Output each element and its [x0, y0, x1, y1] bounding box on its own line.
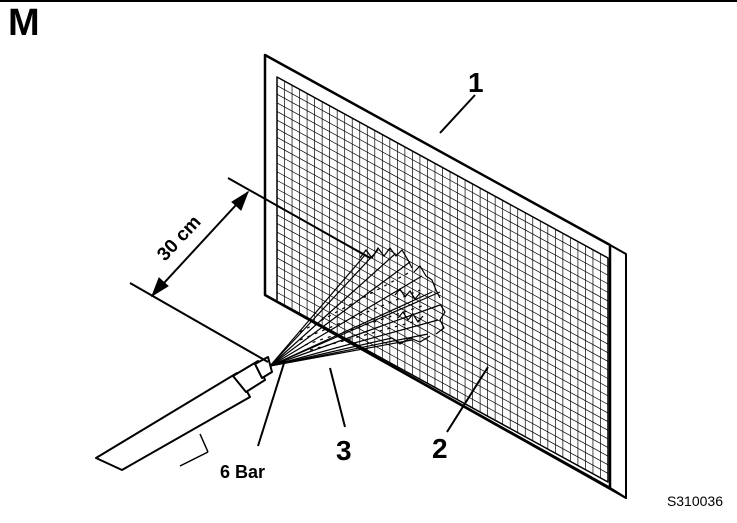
- pressure-label: 6 Bar: [220, 462, 265, 482]
- mesh-line: [277, 180, 608, 362]
- mesh-line: [277, 128, 608, 310]
- mesh-line: [277, 188, 608, 371]
- mesh-line: [277, 137, 608, 319]
- mesh-line: [277, 240, 608, 422]
- distance-dimension: [129, 177, 371, 363]
- figure-code: S310036: [666, 493, 723, 509]
- mesh-line: [277, 171, 608, 354]
- mesh-line: [277, 197, 608, 379]
- distance-label: 30 cm: [153, 212, 205, 266]
- mesh-line: [277, 283, 608, 466]
- mesh-line: [277, 249, 608, 431]
- filter-mesh: [277, 81, 608, 478]
- mesh-line: [277, 292, 608, 474]
- callout-1: 1: [468, 67, 484, 98]
- callout-leaders: [257, 94, 489, 447]
- mesh-line: [277, 119, 608, 302]
- mesh-line: [277, 93, 608, 276]
- mesh-line: [277, 214, 608, 397]
- mesh-line: [277, 85, 608, 267]
- mesh-line: [277, 223, 608, 405]
- mesh-line: [277, 102, 608, 285]
- spray-lance: [95, 356, 273, 471]
- filter-frame: [263, 53, 627, 499]
- top-rule: [0, 0, 737, 2]
- mesh-line: [277, 111, 608, 293]
- water-spray-jet: [269, 246, 446, 367]
- mesh-line: [277, 154, 608, 336]
- mesh-line: [277, 257, 608, 440]
- mesh-line: [277, 145, 608, 328]
- figure-letter: M: [8, 2, 40, 44]
- callout-2: 2: [432, 433, 448, 464]
- mesh-line: [277, 162, 608, 345]
- callout-3: 3: [336, 435, 352, 466]
- mesh-line: [277, 231, 608, 414]
- mesh-line: [277, 274, 608, 457]
- mesh-line: [277, 266, 608, 448]
